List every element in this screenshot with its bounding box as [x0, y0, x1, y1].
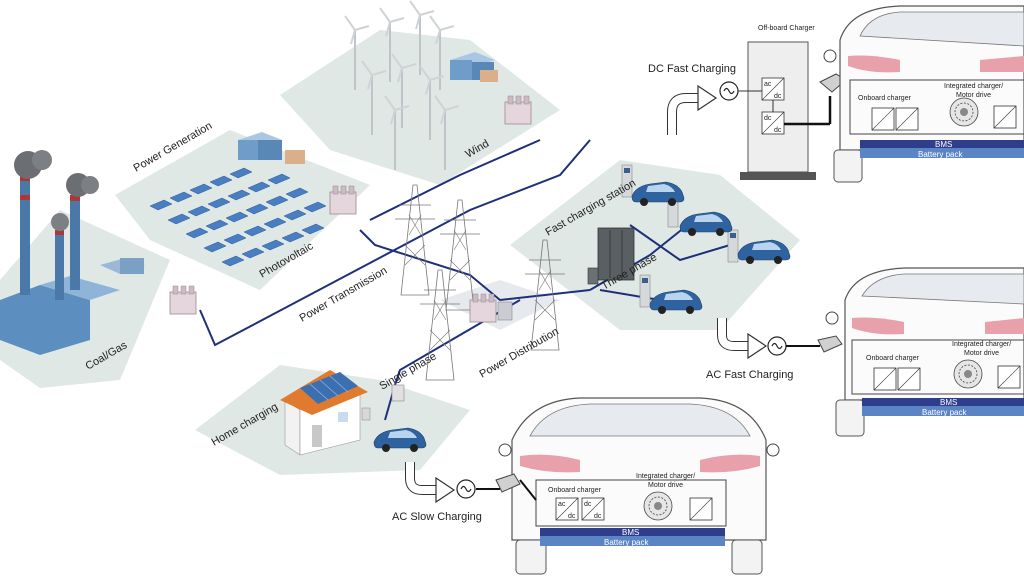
solar-transformer [329, 185, 357, 215]
acslow-arrow-fill [406, 462, 438, 494]
dc-arrow-head [697, 84, 718, 112]
ob-dc-2: dc [764, 115, 772, 122]
single-phase-box [391, 384, 405, 402]
v2-battery-pack: Battery pack [922, 408, 967, 417]
v1-bms: BMS [935, 140, 952, 149]
label-single-phase: Single phase [378, 350, 439, 392]
offboard-charger [738, 41, 832, 180]
v3-dc-2: dc [584, 501, 592, 508]
v1-integrated-line2: Motor drive [956, 92, 991, 99]
solar-platform [115, 130, 370, 290]
v3-battery-pack: Battery pack [604, 538, 649, 547]
v2-integrated-line2: Motor drive [964, 350, 999, 357]
distribution-cabinet [497, 301, 513, 321]
coal-gas-plant [0, 150, 145, 355]
ob-dc-3: dc [774, 127, 782, 134]
v3-ac: ac [558, 501, 566, 508]
acfast-arrow-head [747, 332, 768, 360]
dc-ac-source-icon [719, 81, 739, 101]
coal-transformer [169, 285, 197, 315]
v3-dc-3: dc [594, 513, 602, 520]
solar-farm [149, 132, 327, 267]
v1-integrated-line1: Integrated charger/ [944, 83, 1003, 90]
ob-dc-1: dc [774, 93, 782, 100]
acfast-ac-source-icon [767, 336, 787, 356]
vehicle-acfast [786, 267, 1024, 437]
v3-integrated-line2: Motor drive [648, 482, 683, 489]
wind-transformer [504, 95, 532, 125]
v2-onboard-charger: Onboard charger [866, 355, 920, 362]
fast-charging-station [587, 164, 791, 315]
label-dc-fast-charging: DC Fast Charging [648, 63, 736, 75]
vehicle-dc [823, 5, 1024, 183]
v3-integrated-line1: Integrated charger/ [636, 473, 695, 480]
acslow-arrow-head [435, 476, 456, 504]
dc-arrow-fill [668, 94, 700, 135]
distribution-transformer [469, 293, 497, 323]
label-power-distribution: Power Distribution [478, 326, 561, 381]
v1-onboard-charger: Onboard charger [858, 95, 912, 102]
v2-bms: BMS [940, 398, 957, 407]
wind-farm [344, 0, 498, 171]
acfast-arrow-fill [718, 318, 750, 350]
v3-bms: BMS [622, 528, 639, 537]
acslow-ac-source-icon [456, 479, 476, 499]
v3-onboard-charger: Onboard charger [548, 487, 602, 494]
v2-integrated-line1: Integrated charger/ [952, 341, 1011, 348]
ob-ac-1: ac [764, 81, 772, 88]
home [280, 370, 427, 456]
label-ac-fast-charging: AC Fast Charging [706, 369, 793, 381]
label-offboard-charger: Off-board Charger [758, 25, 815, 32]
label-ac-slow-charging: AC Slow Charging [392, 511, 482, 523]
v3-dc: dc [568, 513, 576, 520]
vehicle-acslow [476, 397, 780, 575]
v1-battery-pack: Battery pack [918, 150, 963, 159]
station-platform [510, 160, 800, 330]
